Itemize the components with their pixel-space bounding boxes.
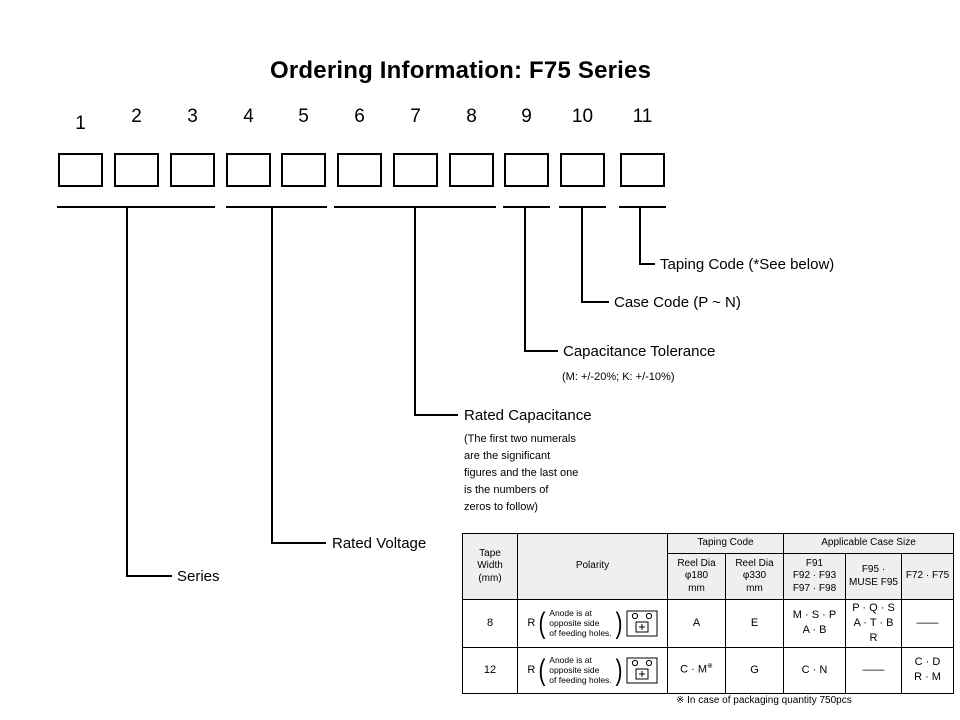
header-tape-width: Tape Width (mm) — [462, 533, 518, 600]
code-box-11 — [620, 153, 665, 187]
header-polarity: Polarity — [517, 533, 668, 600]
label-capacitance-tolerance: Capacitance Tolerance — [563, 343, 716, 360]
table-row-tape-8: 8 R ( Anode is at opposite side of feedi… — [462, 599, 955, 648]
code-box-4 — [226, 153, 271, 187]
cell-f72-row12: C · D R · M — [900, 646, 955, 694]
cell-tape-width-12: 12 — [462, 646, 518, 694]
code-box-8 — [449, 153, 494, 187]
digit-6: 6 — [354, 106, 365, 127]
code-box-9 — [504, 153, 549, 187]
digit-7: 7 — [410, 106, 421, 127]
paren-open: ( — [538, 653, 546, 687]
cell-f95-row8: P · Q · S A · T · B R — [845, 599, 902, 648]
connector-capacitance-hline — [414, 414, 458, 416]
label-series: Series — [177, 568, 220, 585]
polarity-r-label: R — [527, 616, 536, 629]
connector-tolerance-vline — [524, 206, 526, 352]
digit-8: 8 — [466, 106, 477, 127]
connector-series-hline — [126, 575, 172, 577]
feeding-holes-icon — [626, 657, 658, 684]
connector-case-code-hline — [581, 301, 609, 303]
header-taping-code: Taping Code — [667, 533, 784, 554]
code-box-3 — [170, 153, 215, 187]
underline-series-group — [57, 206, 215, 208]
cell-reel330-row8: E — [725, 599, 784, 648]
paren-close: ) — [615, 606, 623, 640]
cell-f95-row12: —— — [845, 646, 902, 694]
digit-5: 5 — [298, 106, 309, 127]
feeding-holes-icon — [626, 610, 658, 637]
header-case-f72: F72 · F75 — [900, 553, 955, 600]
cell-polarity-8: R ( Anode is at opposite side of feeding… — [517, 599, 668, 648]
underline-voltage-group — [226, 206, 327, 208]
underline-tolerance-group — [503, 206, 550, 208]
cell-reel180-row8: A — [667, 599, 726, 648]
connector-series-vline — [126, 206, 128, 577]
label-rated-voltage: Rated Voltage — [332, 535, 427, 552]
table-row-tape-12: 12 R ( Anode is at opposite side of feed… — [462, 646, 955, 694]
code-box-6 — [337, 153, 382, 187]
code-box-1 — [58, 153, 103, 187]
connector-voltage-hline — [271, 542, 326, 544]
digit-3: 3 — [187, 106, 198, 127]
digit-10: 10 — [571, 106, 594, 127]
polarity-note-text: Anode is at opposite side of feeding hol… — [549, 654, 612, 686]
label-rated-capacitance: Rated Capacitance — [464, 407, 592, 424]
footnote-marker: ※ — [707, 663, 713, 671]
digit-1: 1 — [75, 113, 86, 134]
code-box-5 — [281, 153, 326, 187]
note-capacitance-tolerance: (M: +/-20%; K: +/-10%) — [562, 371, 675, 383]
connector-tolerance-hline — [524, 350, 558, 352]
cell-reel330-row12: G — [725, 646, 784, 694]
label-taping-code: Taping Code (*See below) — [660, 256, 835, 273]
cell-reel180-row12: C · M※ — [667, 646, 726, 694]
header-applicable-case-size: Applicable Case Size — [782, 533, 955, 554]
polarity-note-text: Anode is at opposite side of feeding hol… — [549, 607, 612, 639]
table-footnote: ※ In case of packaging quantity 750pcs — [676, 695, 852, 706]
cell-f91-row8: M · S · P A · B — [783, 599, 846, 648]
cell-f72-row8: —— — [900, 599, 955, 648]
paren-open: ( — [538, 606, 546, 640]
taping-code-table: Tape Width (mm) Polarity Taping Code App… — [462, 533, 955, 694]
header-reel-dia-180: Reel Dia φ180 mm — [667, 553, 726, 600]
connector-voltage-vline — [271, 206, 273, 544]
header-case-f91: F91 F92 · F93 F97 · F98 — [783, 553, 846, 600]
digit-4: 4 — [243, 106, 254, 127]
header-case-f95: F95 · MUSE F95 — [845, 553, 902, 600]
label-case-code: Case Code (P ~ N) — [614, 294, 741, 311]
digit-2: 2 — [131, 106, 142, 127]
polarity-r-label: R — [527, 663, 536, 676]
digit-9: 9 — [521, 106, 532, 127]
code-box-10 — [560, 153, 605, 187]
code-box-2 — [114, 153, 159, 187]
digit-11: 11 — [632, 106, 653, 127]
connector-taping-code-hline — [639, 263, 655, 265]
connector-capacitance-vline — [414, 206, 416, 416]
reel180-value: C · M — [680, 663, 707, 676]
connector-case-code-vline — [581, 206, 583, 303]
cell-polarity-12: R ( Anode is at opposite side of feeding… — [517, 646, 668, 694]
paren-close: ) — [615, 653, 623, 687]
cell-f91-row12: C · N — [783, 646, 846, 694]
note-rated-capacitance: (The first two numerals are the signific… — [464, 433, 579, 514]
header-reel-dia-330: Reel Dia φ330 mm — [725, 553, 784, 600]
page-title: Ordering Information: F75 Series — [270, 57, 652, 84]
underline-taping-code-group — [619, 206, 666, 208]
cell-tape-width-8: 8 — [462, 599, 518, 648]
code-box-7 — [393, 153, 438, 187]
connector-taping-code-vline — [639, 206, 641, 265]
